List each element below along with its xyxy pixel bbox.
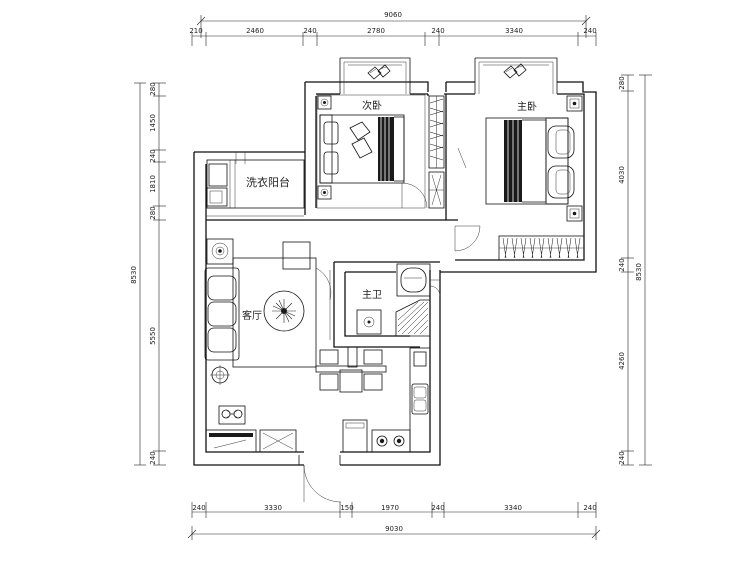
top-dimension-chain: 9060 210 2460 240 2780 240 3340 240	[189, 11, 597, 46]
left-seg-5: 280	[149, 206, 157, 219]
bathroom: 主卫	[356, 263, 441, 337]
bay-cushion-icon	[503, 63, 527, 79]
double-bed-icon	[319, 114, 405, 184]
coffee-table-icon	[263, 290, 305, 332]
right-seg-4: 4260	[618, 352, 626, 370]
top-seg-6: 3340	[505, 27, 523, 35]
top-seg-1: 210	[189, 27, 202, 35]
master-bedroom-bay-window	[474, 57, 558, 94]
door-swing	[401, 182, 428, 209]
top-seg-7: 240	[583, 27, 596, 35]
nightstand-icon	[317, 95, 332, 110]
bottom-total-dimension: 9030	[385, 525, 403, 533]
stove-icon	[371, 429, 411, 453]
exterior-walls	[193, 81, 597, 466]
right-seg-2: 4030	[618, 166, 626, 184]
bottom-seg-2: 3330	[264, 504, 282, 512]
top-seg-3: 240	[303, 27, 316, 35]
bottom-dimension-chain: 240 3330 150 1970 240 3340 240 9030	[187, 502, 601, 540]
bottom-seg-5: 240	[431, 504, 444, 512]
side-table-lamp-icon	[206, 238, 234, 265]
kitchen	[342, 347, 431, 453]
entrance-area	[205, 405, 342, 503]
bottom-seg-3: 150	[340, 504, 353, 512]
left-seg-1: 280	[149, 82, 157, 95]
bathtub-icon	[396, 263, 431, 297]
second-bedroom-bay-window	[339, 57, 411, 94]
top-seg-4: 2780	[367, 27, 385, 35]
right-total-dimension: 8530	[635, 263, 643, 281]
sink-icon	[411, 383, 429, 415]
master-wardrobe	[498, 235, 585, 261]
top-total-dimension: 9060	[384, 11, 402, 19]
sofa-icon	[204, 267, 240, 361]
bay-cushion-icon	[367, 64, 391, 80]
right-seg-3: 240	[618, 258, 626, 271]
right-dimension-chain: 280 4030 240 4260 240 8530	[618, 74, 652, 466]
door-swing	[454, 225, 481, 252]
left-seg-7: 240	[149, 451, 157, 464]
top-seg-5: 240	[431, 27, 444, 35]
bottom-seg-6: 3340	[504, 504, 522, 512]
living-room: 客厅	[204, 238, 440, 393]
nightstand-icon	[317, 185, 332, 200]
wardrobe	[428, 95, 445, 209]
second-bedroom-label: 次卧	[362, 99, 382, 112]
second-bedroom: 次卧	[316, 94, 428, 209]
living-room-label: 客厅	[242, 309, 262, 322]
master-bedroom: 主卧	[454, 95, 585, 261]
bottom-seg-4: 1970	[381, 504, 399, 512]
shower-icon	[395, 299, 431, 337]
top-seg-2: 2460	[246, 27, 264, 35]
laundry-balcony-label: 洗衣阳台	[246, 175, 290, 189]
left-seg-4: 1810	[149, 175, 157, 193]
wash-basin-icon	[356, 309, 382, 335]
bathroom-label: 主卫	[362, 289, 382, 301]
fridge-icon	[342, 419, 368, 453]
left-dimension-chain: 8530 280 1450 240 1810 280 5550 240	[130, 82, 166, 466]
left-seg-6: 5550	[149, 327, 157, 345]
dining-table-icon	[315, 349, 387, 393]
right-seg-5: 240	[618, 451, 626, 464]
side-chair-icon	[282, 241, 311, 270]
double-bed-icon	[485, 117, 575, 205]
nightstand-icon	[566, 205, 583, 222]
plant-icon	[218, 405, 246, 425]
bottom-seg-7: 240	[583, 504, 596, 512]
master-bedroom-label: 主卧	[517, 100, 537, 113]
window-mark	[457, 147, 467, 169]
left-seg-3: 240	[149, 149, 157, 162]
left-total-dimension: 8530	[130, 266, 138, 284]
laundry-balcony: 洗衣阳台	[206, 152, 305, 209]
left-seg-2: 1450	[149, 114, 157, 132]
floor-lamp-icon	[210, 365, 230, 385]
right-seg-1: 280	[618, 76, 626, 89]
bottom-seg-1: 240	[192, 504, 205, 512]
nightstand-icon	[566, 95, 583, 112]
